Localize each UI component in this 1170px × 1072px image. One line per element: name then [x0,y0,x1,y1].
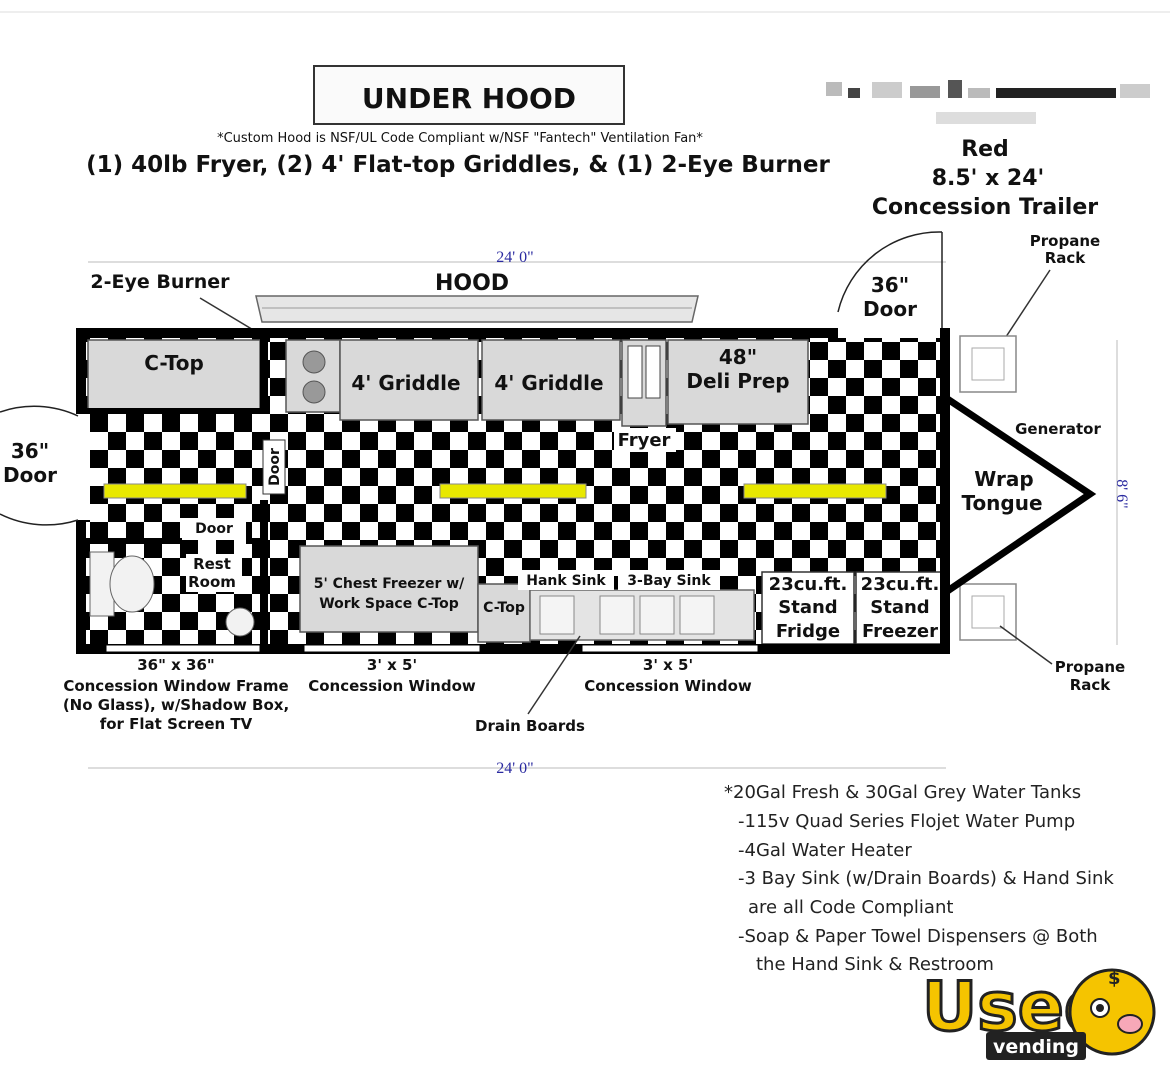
inner-door-label: Door [267,448,283,486]
window2-size: 3' x 5' [367,656,417,674]
deli-size: 48" [719,345,757,369]
freezer-label-b: Work Space C-Top [319,596,459,612]
small-ctop-label: C-Top [483,600,525,616]
note-6: -Soap & Paper Towel Dispensers @ Both [738,926,1098,947]
window3-size: 3' x 5' [643,656,693,674]
top-door-swing [837,231,943,313]
restroom-sink [225,607,255,637]
note-5: are all Code Compliant [748,897,953,918]
propane-bottom-b: Rack [1070,676,1112,694]
generator-label: Generator [1015,420,1101,438]
propane-top-a: Propane [1030,232,1100,250]
trailer-size: 8.5' x 24' [932,166,1045,191]
small-ctop [477,583,531,643]
window1-note2: for Flat Screen TV [100,715,253,733]
light-strip-1 [103,483,247,499]
griddle-1-label: 4' Griddle [351,371,460,395]
tongue-label-b: Tongue [961,491,1042,515]
propane-bottom-a: Propane [1055,658,1125,676]
hand-sink-label: Hank Sink [526,573,606,589]
window3-title: Concession Window [584,677,752,695]
freezer-label-a: 5' Chest Freezer w/ [314,576,465,592]
usedvending-logo: Used $ vending [921,967,1156,1060]
under-hood-box [313,65,625,125]
drain-leader [527,635,581,715]
left-door-label: Door [3,463,57,487]
inner-door [262,439,286,495]
hood-subnote: *Custom Hood is NSF/UL Code Compliant w/… [217,131,703,146]
dim-top-label: 24' 0" [496,249,533,266]
window-frame-36 [105,644,261,653]
dollar-icon: $ [1108,968,1121,989]
left-door-size: 36" [11,439,49,463]
light-strip-3 [743,483,887,499]
dim-side-label: 8' 6" [1113,479,1130,508]
logo-word-vending: vending [993,1036,1079,1058]
sfreezer-label-c: Freezer [862,621,938,642]
note-1: *20Gal Fresh & 30Gal Grey Water Tanks [724,782,1081,803]
stand-fridge [761,571,855,645]
fridge-label-b: Stand [778,597,837,618]
top-door-label: Door [863,297,917,321]
trailer-color: Red [961,137,1009,162]
trailer-walls [76,328,950,654]
fridge-label-a: 23cu.ft. [769,574,848,595]
left-door-swing [0,513,79,526]
deli-label: Deli Prep [686,369,789,393]
water-notes: *20Gal Fresh & 30Gal Grey Water Tanks -1… [724,782,1114,975]
stand-freezer [855,571,945,645]
restroom-label-a: Rest [193,555,231,573]
window1-size: 36" x 36" [137,656,215,674]
hood-label: HOOD [435,271,509,296]
griddle-2-label: 4' Griddle [494,371,603,395]
fryer-label: Fryer [618,430,671,451]
note-3: -4Gal Water Heater [738,840,912,861]
dim-bottom-label: 24' 0" [496,760,533,777]
propane-top-b: Rack [1045,249,1087,267]
rest-door-label: Door [195,521,233,537]
window-3x5-a [303,644,481,653]
trailer-type: Concession Trailer [872,195,1098,220]
light-strip-2 [439,483,587,499]
toilet-bowl [109,555,155,613]
redacted-text [826,80,1150,124]
hand-sink-basin [539,595,575,635]
burner-label: 2-Eye Burner [90,271,230,293]
equipment-line: (1) 40lb Fryer, (2) 4' Flat-top Griddles… [86,152,830,178]
drain-label: Drain Boards [475,717,585,735]
window2-title: Concession Window [308,677,476,695]
note-2: -115v Quad Series Flojet Water Pump [738,811,1075,832]
restroom-label-b: Room [188,573,236,591]
top-door-size: 36" [871,273,909,297]
bay-sink-label: 3-Bay Sink [627,573,711,589]
sfreezer-label-b: Stand [870,597,929,618]
note-7: the Hand Sink & Restroom [756,954,994,975]
ctop-label: C-Top [144,351,204,375]
propane-bottom-leader [999,625,1053,665]
griddle-1 [339,339,479,421]
deli-prep [667,339,809,425]
top-door-opening [838,330,940,338]
tongue-label-a: Wrap [974,467,1033,491]
window1-title: Concession Window Frame [63,677,288,695]
window-3x5-b [581,644,759,653]
fridge-label-c: Fridge [776,621,840,642]
under-hood-title: UNDER HOOD [362,82,576,115]
griddle-2 [481,339,621,421]
sfreezer-label-a: 23cu.ft. [861,574,940,595]
hood-outline [255,295,699,323]
note-4: -3 Bay Sink (w/Drain Boards) & Hand Sink [738,868,1114,889]
window1-note: (No Glass), w/Shadow Box, [63,696,289,714]
